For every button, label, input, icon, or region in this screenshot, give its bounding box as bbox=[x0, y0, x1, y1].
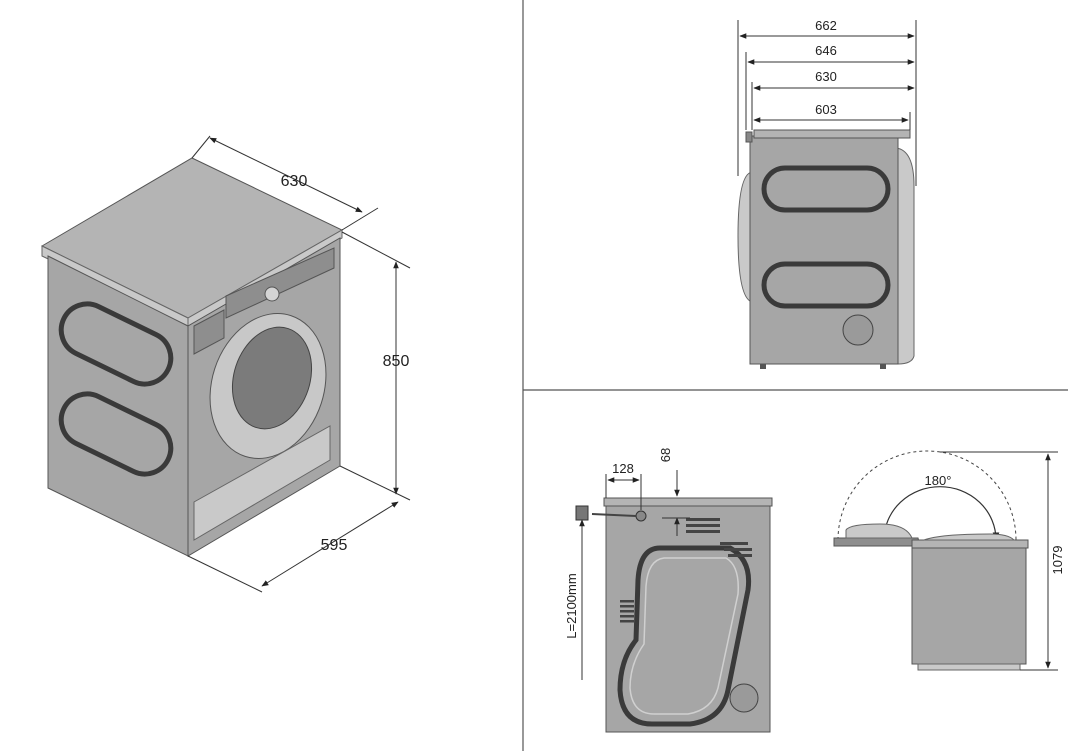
side-worktop bbox=[753, 129, 911, 139]
foot-rear bbox=[880, 364, 886, 369]
rear-worktop bbox=[603, 497, 773, 507]
depth-extension-right bbox=[341, 207, 379, 231]
program-knob bbox=[264, 286, 280, 302]
dim-label-68: 68 bbox=[658, 448, 673, 462]
width-dimension-line bbox=[261, 501, 399, 587]
door-swing-arc bbox=[837, 450, 1017, 541]
rear-duct bbox=[617, 545, 752, 727]
depth-label: 630 bbox=[281, 173, 308, 190]
door-handle-left bbox=[845, 523, 913, 539]
detergent-drawer bbox=[193, 309, 225, 355]
rear-bulge bbox=[895, 147, 915, 365]
side-slot-upper bbox=[761, 165, 891, 213]
dim-label-630: 630 bbox=[815, 69, 837, 84]
height-extension-top bbox=[341, 231, 411, 269]
height-label: 850 bbox=[383, 353, 410, 370]
side-vent-lower bbox=[58, 391, 174, 477]
depth-dimension-line bbox=[209, 137, 363, 213]
isometric-view: 630 850 595 bbox=[40, 135, 411, 593]
rear-vents-top bbox=[686, 518, 752, 557]
door-view-worktop bbox=[911, 539, 1029, 549]
control-panel bbox=[225, 247, 335, 319]
foot-front bbox=[760, 364, 766, 369]
angle-label: 180° bbox=[925, 473, 952, 488]
door-opening-view: 180° 1079 bbox=[833, 450, 1065, 671]
knob-profile bbox=[745, 131, 753, 143]
door-rim bbox=[923, 533, 1016, 541]
side-slot-lower bbox=[761, 261, 891, 309]
side-vent-upper bbox=[58, 301, 174, 387]
side-view: 662 646 630 603 bbox=[737, 18, 917, 369]
plinth-panel bbox=[193, 425, 331, 541]
rear-vents-side bbox=[620, 600, 634, 623]
door-view-body bbox=[911, 547, 1027, 665]
door-glass bbox=[231, 326, 313, 430]
hose-length-label: L=2100mm bbox=[564, 573, 579, 638]
side-body bbox=[749, 135, 899, 365]
width-label: 595 bbox=[321, 537, 348, 554]
side-vent-circle bbox=[842, 314, 874, 346]
door-profile bbox=[737, 171, 753, 303]
depth-extension-left bbox=[191, 135, 211, 159]
dim-label-603: 603 bbox=[815, 102, 837, 117]
drain-hose bbox=[591, 513, 637, 517]
rear-vent-circle bbox=[729, 683, 759, 713]
rear-view: 128 68 L=2100mm bbox=[564, 448, 773, 733]
hose-plug-icon bbox=[575, 505, 589, 521]
angle-arc bbox=[880, 486, 1000, 541]
dim-label-646: 646 bbox=[815, 43, 837, 58]
door-view-plinth bbox=[917, 663, 1021, 671]
dim-label-1079: 1079 bbox=[1050, 546, 1065, 575]
open-door-left bbox=[833, 537, 921, 547]
height-extension-bottom bbox=[339, 465, 411, 501]
width-extension-left bbox=[187, 555, 263, 593]
dim-label-128: 128 bbox=[612, 461, 634, 476]
hose-connector bbox=[635, 510, 647, 522]
rear-duct-inner bbox=[629, 557, 739, 715]
dim-label-662: 662 bbox=[815, 18, 837, 33]
